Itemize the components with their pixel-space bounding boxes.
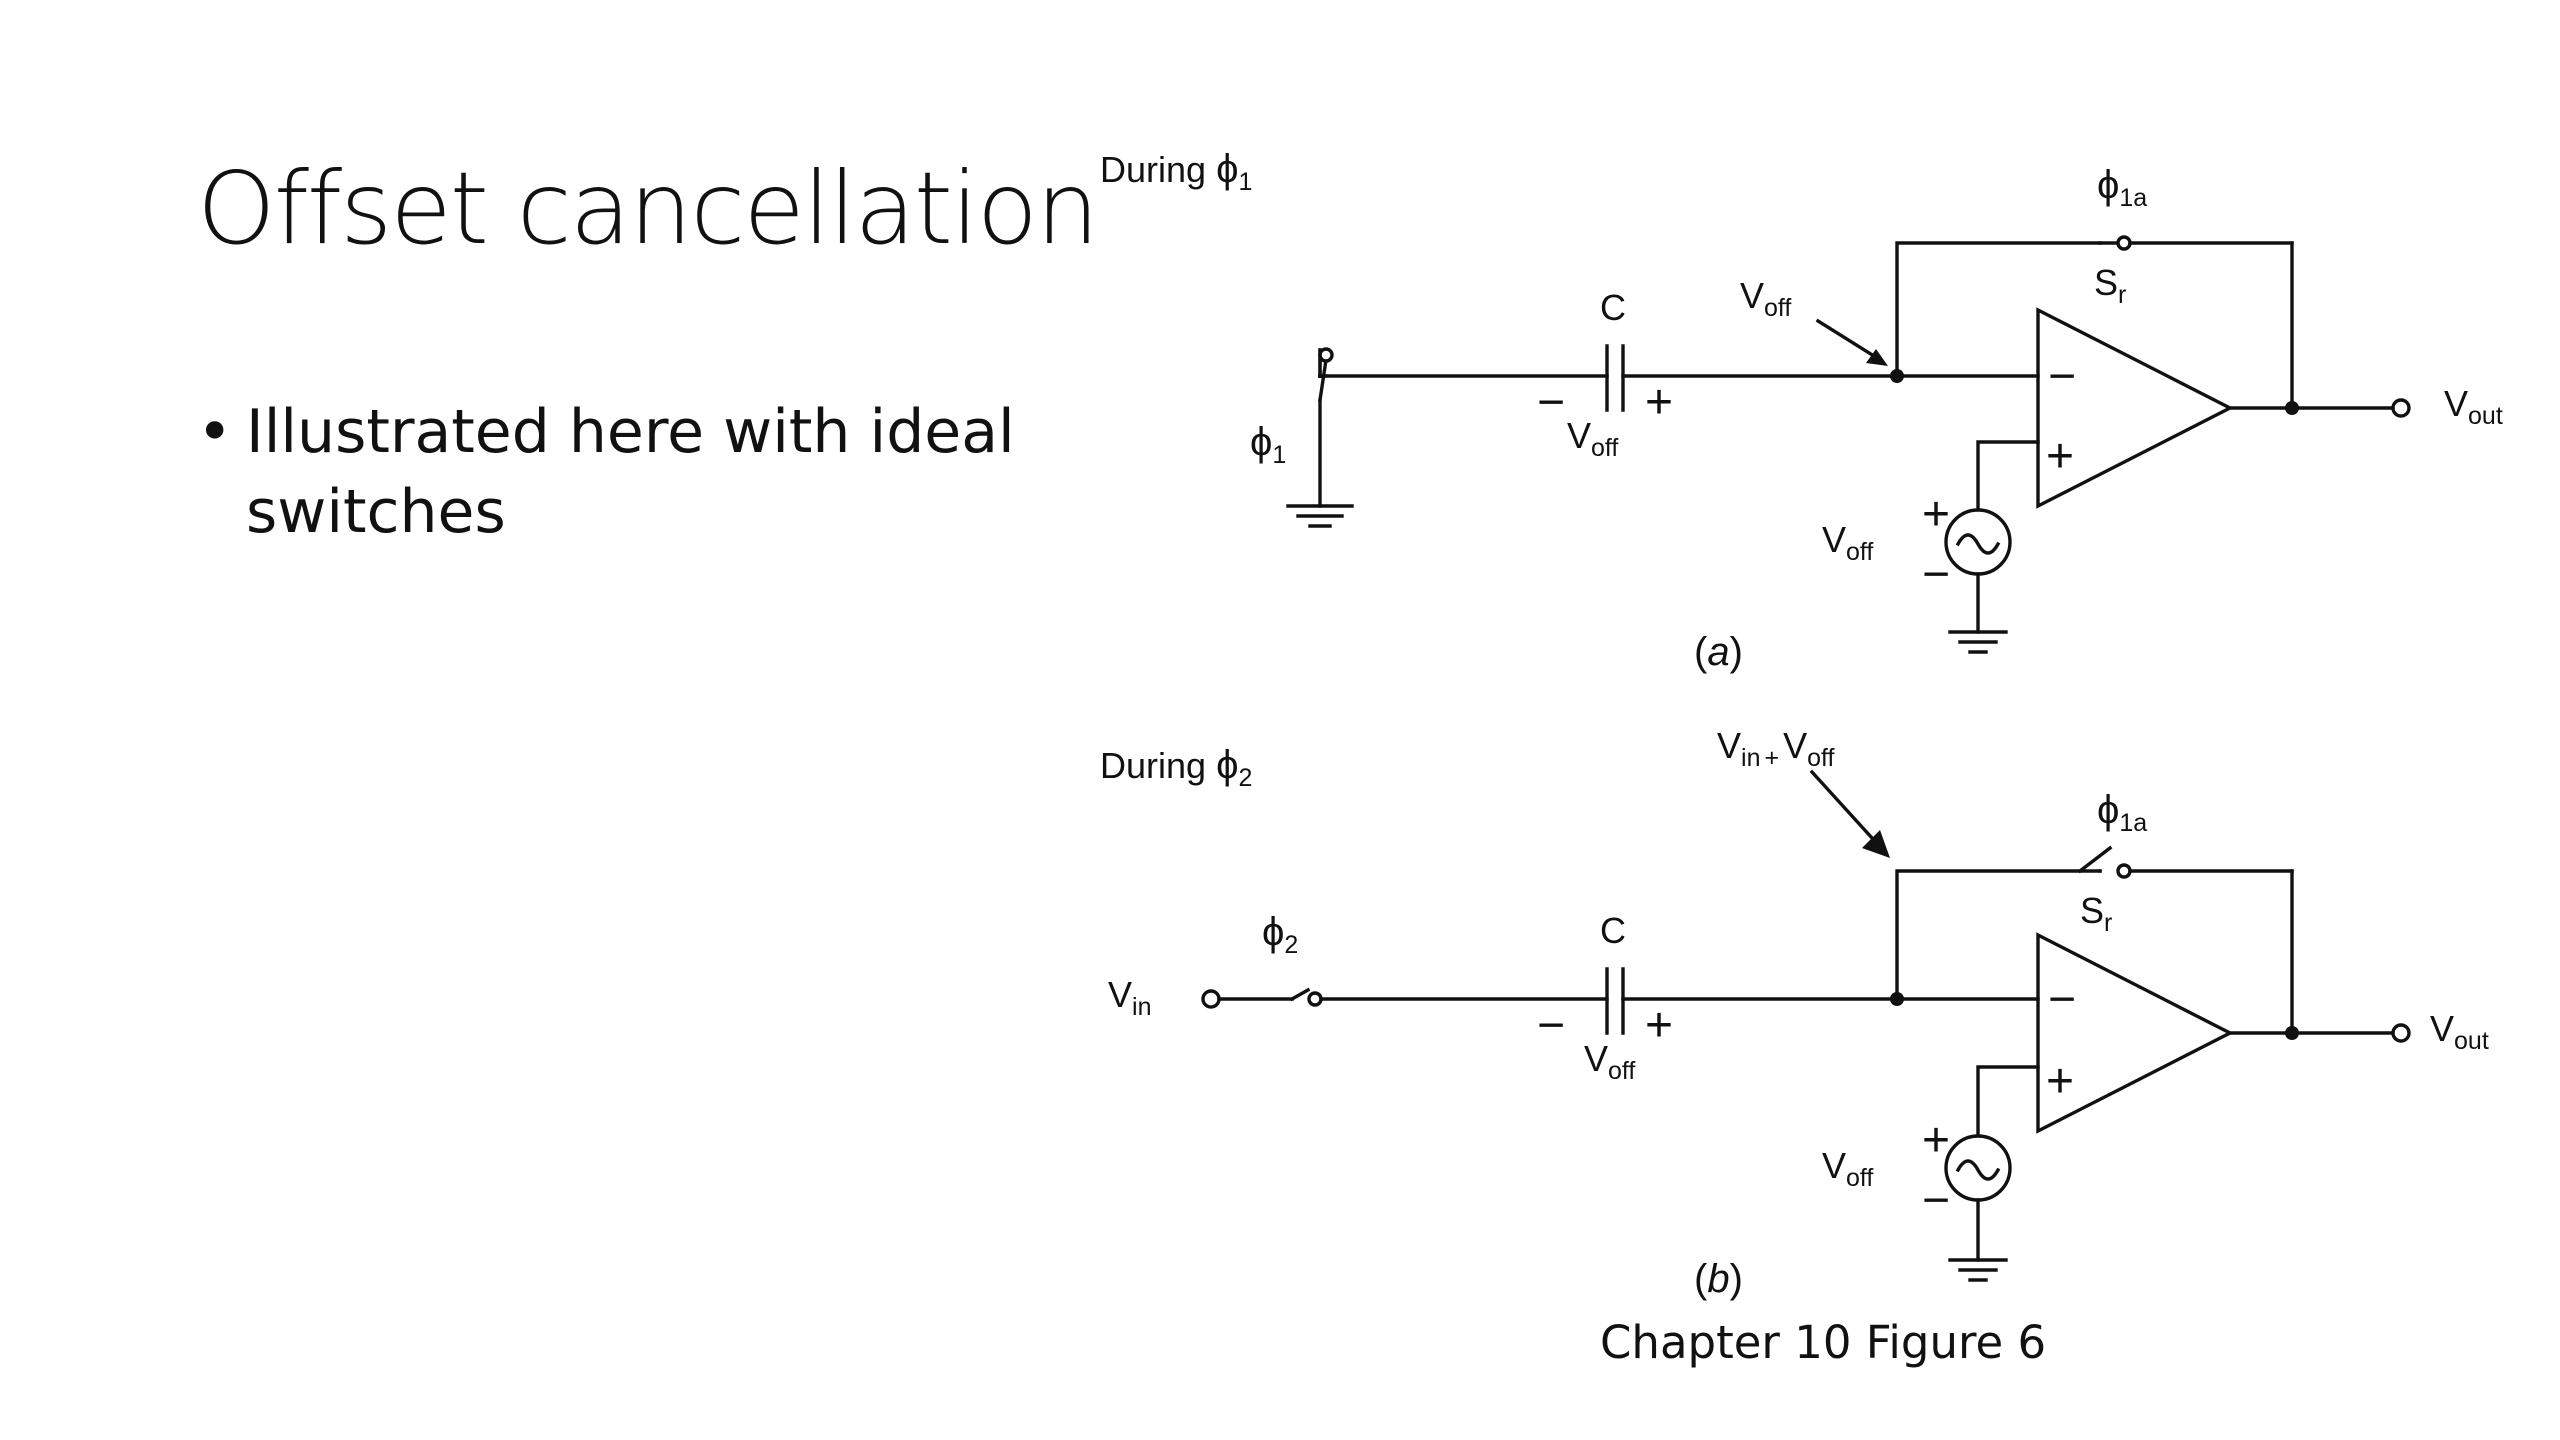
- voltage-source-b-icon: [1944, 1134, 2012, 1202]
- circuit-diagram: During ϕ1 ϕ1 C − +: [1100, 147, 2503, 1301]
- vout-a-label: Vout: [2444, 383, 2503, 430]
- opamp-a-icon: [2036, 307, 2234, 509]
- source-b-plus: +: [1922, 1114, 1950, 1167]
- slide-title: Offset cancellation: [197, 150, 1099, 267]
- capacitor-b-label: C: [1600, 910, 1626, 951]
- panel-a-caption: (a): [1694, 630, 1743, 674]
- node-a-voff-label: Voff: [1740, 275, 1791, 322]
- arrow-b-icon: [1809, 769, 1890, 858]
- bullet-list: •Illustrated here with ideal switches: [197, 392, 1097, 552]
- panel-b: During ϕ2 Vin ϕ2 C − + Voff Vin+Voff: [1100, 725, 2489, 1301]
- phi1-switch-label: ϕ1: [1250, 420, 1286, 469]
- circuit-figure: During ϕ1 ϕ1 C − +: [1100, 120, 2560, 1440]
- sr-b-label: Sr: [2080, 890, 2112, 937]
- during-phi2-label: During ϕ2: [1100, 743, 1252, 792]
- node-b-output: [2285, 1026, 2299, 1040]
- capacitor-b-plus: +: [1645, 999, 1673, 1052]
- capacitor-a-icon: [1605, 344, 1625, 412]
- bullet-item: •Illustrated here with ideal switches: [197, 392, 1097, 552]
- voltage-source-a-icon: [1944, 508, 2012, 576]
- opamp-a-plus: +: [2046, 430, 2074, 483]
- phi1a-b-label: ϕ1a: [2097, 788, 2147, 837]
- ground-source-b-icon: [1948, 1258, 2008, 1282]
- figure-caption: Chapter 10 Figure 6: [1600, 1316, 2047, 1369]
- phi1a-a-label: ϕ1a: [2097, 163, 2147, 212]
- opamp-b-plus: +: [2046, 1055, 2074, 1108]
- capacitor-b-minus: −: [1537, 999, 1565, 1052]
- phi2-switch-label: ϕ2: [1262, 910, 1298, 959]
- panel-a: During ϕ1 ϕ1 C − +: [1100, 147, 2503, 674]
- bullet-dot-icon: •: [197, 397, 233, 467]
- bullet-text: Illustrated here with ideal switches: [246, 397, 1015, 547]
- terminal-b-vout-icon: [2391, 1023, 2411, 1043]
- source-a-plus: +: [1922, 488, 1950, 541]
- capacitor-a-voff-label: Voff: [1567, 415, 1618, 462]
- terminal-a-vout-icon: [2391, 398, 2411, 418]
- arrow-a-icon: [1815, 318, 1888, 366]
- vout-b-label: Vout: [2430, 1008, 2489, 1055]
- node-b-vin-voff-label: Vin+Voff: [1717, 725, 1835, 772]
- source-b-minus: −: [1922, 1174, 1950, 1227]
- ground-icon: [1286, 398, 1354, 528]
- opamp-a-minus: −: [2048, 350, 2076, 403]
- capacitor-a-plus: +: [1645, 376, 1673, 429]
- terminal-vin-icon: [1201, 989, 1221, 1009]
- opamp-b-icon: [2036, 932, 2234, 1134]
- capacitor-b-voff-label: Voff: [1584, 1038, 1635, 1085]
- panel-b-caption: (b): [1694, 1257, 1743, 1301]
- switch-sr-a-icon: [2098, 235, 2294, 251]
- during-phi1-label: During ϕ1: [1100, 147, 1252, 196]
- ground-source-a-icon: [1948, 630, 2008, 654]
- node-a-output: [2285, 401, 2299, 415]
- opamp-b-minus: −: [2048, 973, 2076, 1026]
- source-b-voff-label: Voff: [1822, 1145, 1873, 1192]
- capacitor-a-minus: −: [1537, 376, 1565, 429]
- sr-a-label: Sr: [2094, 262, 2126, 309]
- vin-label: Vin: [1108, 974, 1151, 1021]
- source-a-voff-label: Voff: [1822, 519, 1873, 566]
- source-a-minus: −: [1922, 548, 1950, 601]
- switch-phi2-icon: [1217, 987, 1323, 1007]
- switch-sr-b-icon: [2077, 845, 2294, 879]
- capacitor-a-label: C: [1600, 287, 1626, 328]
- capacitor-b-icon: [1605, 967, 1625, 1035]
